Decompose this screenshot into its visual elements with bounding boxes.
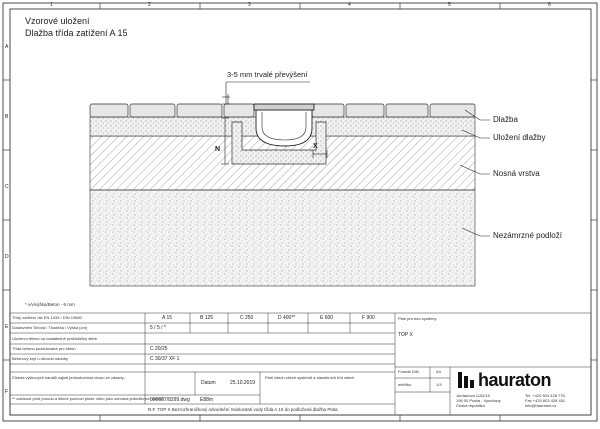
row-label: E [5, 324, 9, 330]
n-dimension-label: N [215, 146, 221, 153]
document-description: R.F. TOP X Bezrozhraničkový odvodnění Sv… [148, 407, 338, 412]
valid-for-label: Platí pro tuto systémy [398, 316, 437, 321]
validity-note: Platí všech všech systémů a stavebních t… [265, 375, 355, 380]
company-web: info@hauraton.cz [525, 403, 557, 408]
company-name: hauraton [478, 370, 552, 390]
leader-lines [459, 109, 490, 237]
valid-system: TOP X [398, 332, 413, 338]
load-class-label: Třídy zatížení dle EN 1433 / DIN 19580 [12, 315, 82, 320]
layer-label-bedding: Uložení dlažby [493, 133, 546, 142]
company-address-2: 196 00 Praha - Vysočany [456, 398, 501, 403]
company-address-1: Jordanova 1102/10 [456, 393, 490, 398]
n-dimension [221, 117, 229, 165]
title-block-grid [9, 312, 592, 416]
load-class-e600: E 600 [320, 315, 334, 321]
subgrade-layer [89, 189, 476, 287]
row-label: A [5, 44, 9, 50]
scale-value: 1:5 [436, 382, 442, 387]
layer-label-paving: Dlažba [493, 115, 518, 124]
col-label: 5 [448, 2, 451, 8]
offset-dimension-label: 3-5 mm trvalé převýšení [227, 70, 308, 79]
company-fax: Fax +420 603 428 451 [525, 398, 566, 403]
date-value: 25.10.2019 [230, 380, 256, 386]
concrete-haunch [231, 121, 327, 165]
load-class-f900: F 900 [362, 315, 375, 321]
drawing-subtitle: Dlažba třída zatížení A 15 [25, 28, 128, 38]
bedding-requirement-label: Uloženní těleso na dostatečně pražiciteľ… [12, 336, 97, 341]
row-label: D [5, 254, 9, 260]
double-star-note: ** odolnost proti proudu a šikmé pochozí… [12, 396, 164, 401]
company-address-3: Česká republika [456, 403, 485, 408]
drawing-title: Vzorové uložení [25, 16, 90, 26]
date-label: Datum [201, 380, 216, 386]
general-notes: Čistota výškových kanálů zajistí jednodu… [12, 375, 127, 380]
document-reference: E88m [200, 397, 214, 403]
layer-label-base: Nosná vrstva [493, 169, 540, 178]
format-label: Formát DIN [398, 369, 419, 374]
company-phone: Tel. +420 603 428 776 [525, 393, 565, 398]
x-dimension-label: X [313, 143, 318, 150]
col-label: 4 [348, 2, 351, 8]
col-label: 2 [148, 2, 151, 8]
col-label: 3 [248, 2, 251, 8]
concrete-class-label: Třída betonu požadovaná pro beton [12, 346, 76, 351]
concrete-cover-value: C 30/37 XF 1 [150, 356, 180, 362]
document-number: 000087/8299.dwg [150, 397, 190, 403]
load-class-c250: C 250 [240, 315, 254, 321]
scale-label: měřítko [398, 382, 412, 387]
grid-ticks [3, 3, 597, 421]
row-label: B [5, 114, 9, 120]
paving-stones [89, 103, 476, 118]
x-dimension [312, 150, 328, 158]
load-class-a15: A 15 [162, 315, 173, 321]
drawing-footnote: * v/v/výška/Beton - 6 mm [25, 302, 75, 307]
dimensions-value: 5 / 5 / * [150, 325, 166, 331]
concrete-class-value: C 20/25 [150, 346, 168, 352]
layer-label-subgrade: Nezámrzné podloží [493, 231, 562, 240]
row-label: C [5, 184, 9, 190]
dimensions-label: Dostavnění Síťová / Tloušťka / Výška (cm… [12, 325, 88, 330]
offset-dimension [222, 81, 310, 105]
format-value: A4 [436, 369, 441, 374]
load-class-d400: D 400** [278, 315, 296, 321]
row-label: F [5, 389, 9, 395]
col-label: 1 [50, 2, 53, 8]
concrete-cover-label: Betonový kryt u obvodu nádoby [12, 356, 69, 361]
load-class-b125: B 125 [200, 315, 214, 321]
hauraton-logo-mark [458, 372, 474, 388]
channel [253, 103, 315, 147]
col-label: 6 [548, 2, 551, 8]
hauraton-logo: hauraton [456, 369, 574, 391]
